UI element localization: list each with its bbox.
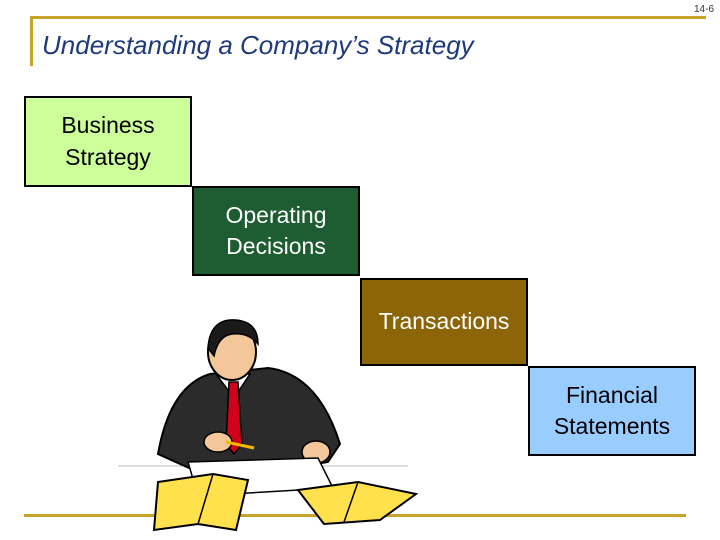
jacket	[156, 366, 342, 473]
businessman-illustration	[118, 319, 418, 532]
step-operating-decisions: Operating Decisions	[192, 186, 360, 276]
pencil	[225, 440, 255, 450]
step-transactions: Transactions	[360, 278, 528, 366]
top-accent-line	[30, 16, 706, 19]
left-accent-line	[30, 16, 33, 66]
slide-title: Understanding a Company’s Strategy	[42, 30, 474, 60]
yellow-notebook-left	[152, 472, 250, 532]
yellow-notebook-right	[296, 480, 418, 526]
step-financial-statements: Financial Statements	[528, 366, 696, 456]
slide-number: 14-6	[693, 4, 714, 15]
hair	[207, 319, 259, 358]
step-business-strategy: Business Strategy	[24, 96, 192, 187]
